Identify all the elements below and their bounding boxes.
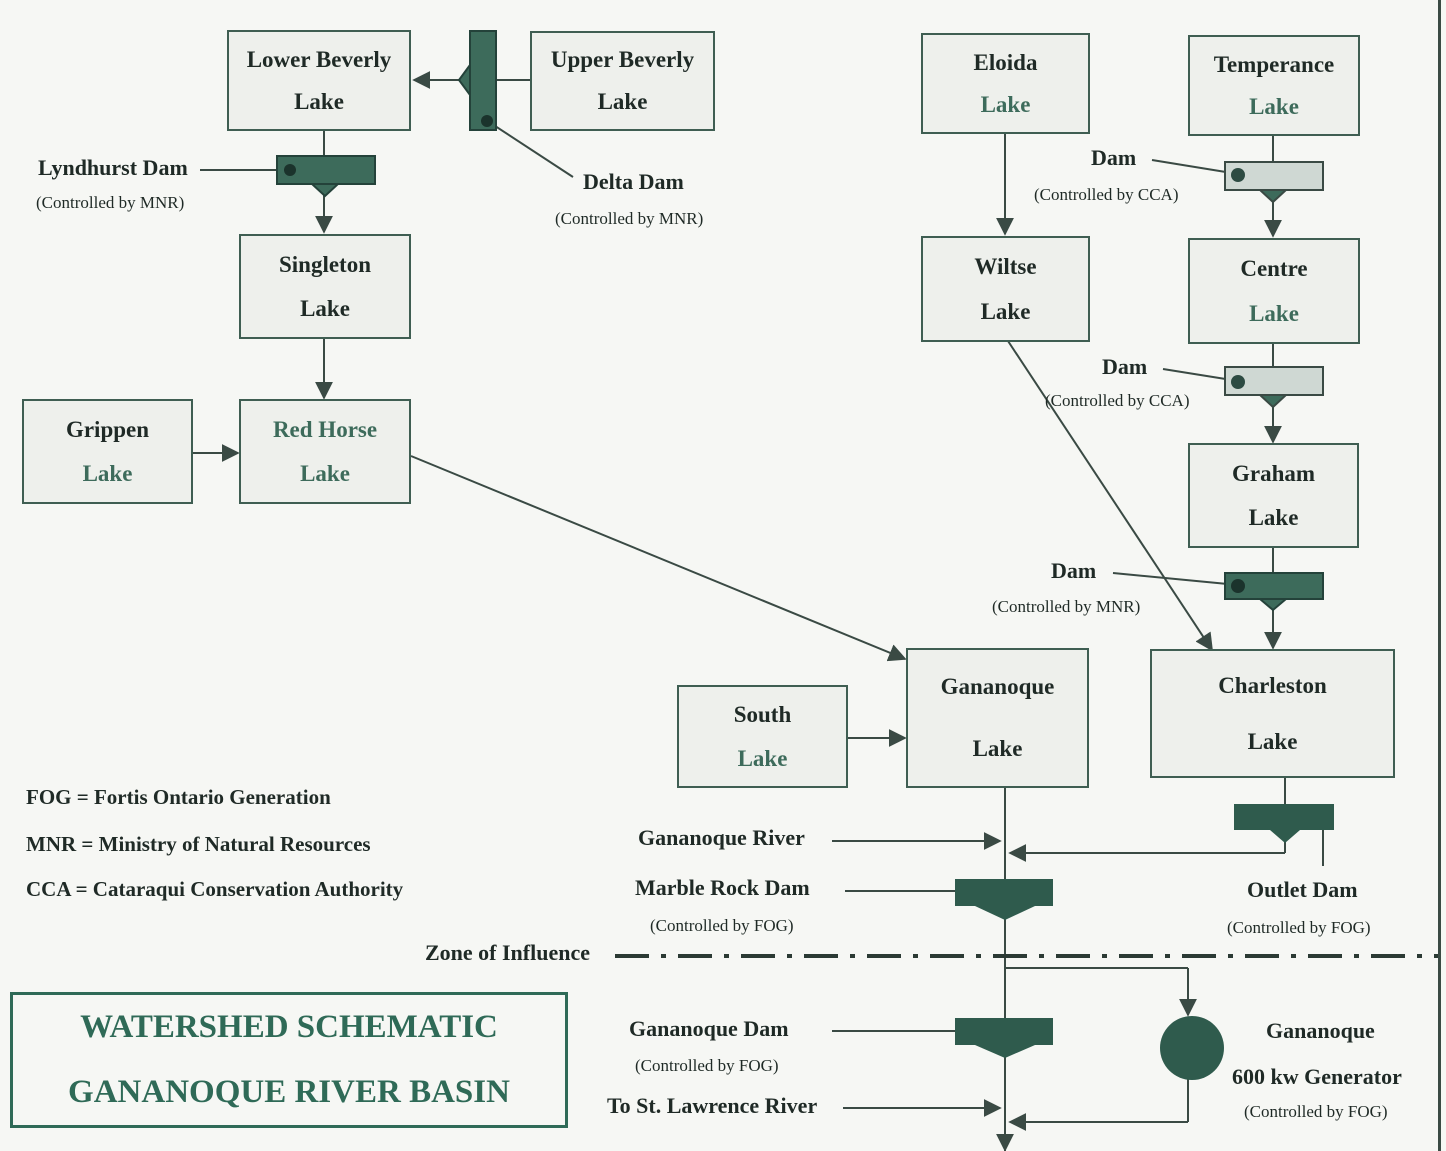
lake-eloida: Eloida Lake	[921, 33, 1090, 134]
title-line-1: WATERSHED SCHEMATIC	[80, 1009, 498, 1045]
centre-dam-icon	[1224, 366, 1324, 409]
gananoque-dam-control: (Controlled by FOG)	[635, 1056, 779, 1075]
title-box: WATERSHED SCHEMATIC GANANOQUE RIVER BASI…	[10, 992, 568, 1128]
legend-cca: CCA = Cataraqui Conservation Authority	[26, 877, 404, 901]
temperance-dam-label: Dam	[1091, 145, 1137, 170]
zone-of-influence-label: Zone of Influence	[425, 940, 590, 965]
lake-south: South Lake	[677, 685, 848, 788]
legend-mnr: MNR = Ministry of Natural Resources	[26, 832, 371, 856]
title-line-2: GANANOQUE RIVER BASIN	[68, 1074, 510, 1110]
lyndhurst-dam-control: (Controlled by MNR)	[36, 193, 185, 212]
delta-dam-control: (Controlled by MNR)	[555, 209, 704, 228]
flow-red-horse-to-gananoque	[410, 455, 907, 662]
gananoque-river-label: Gananoque River	[638, 825, 805, 850]
lyndhurst-dam-icon	[276, 155, 376, 198]
marble-rock-dam-icon	[955, 879, 1053, 920]
lake-centre: Centre Lake	[1188, 238, 1360, 344]
outlet-dam-control: (Controlled by FOG)	[1227, 918, 1371, 937]
centre-dam-control: (Controlled by CCA)	[1045, 391, 1190, 410]
marble-rock-dam-label: Marble Rock Dam	[635, 875, 810, 900]
lake-wiltse: Wiltse Lake	[921, 236, 1090, 342]
graham-dam-control: (Controlled by MNR)	[992, 597, 1141, 616]
generator-name-label: Gananoque	[1266, 1018, 1375, 1043]
outlet-dam-label: Outlet Dam	[1247, 877, 1358, 902]
lyndhurst-dam-label: Lyndhurst Dam	[38, 155, 188, 180]
generator-icon	[1160, 1016, 1224, 1080]
right-border	[1438, 0, 1441, 1151]
gananoque-dam-icon	[955, 1018, 1053, 1058]
lake-charleston: Charleston Lake	[1150, 649, 1395, 778]
st-lawrence-label: To St. Lawrence River	[607, 1093, 818, 1118]
generator-control: (Controlled by FOG)	[1244, 1102, 1388, 1121]
temperance-dam-control: (Controlled by CCA)	[1034, 185, 1179, 204]
lake-upper-beverly: Upper Beverly Lake	[530, 31, 715, 131]
lake-temperance: Temperance Lake	[1188, 35, 1360, 136]
delta-dam-icon	[457, 30, 497, 131]
lake-grippen: Grippen Lake	[22, 399, 193, 504]
graham-dam-label: Dam	[1051, 558, 1097, 583]
legend-fog: FOG = Fortis Ontario Generation	[26, 785, 331, 809]
lake-graham: Graham Lake	[1188, 443, 1359, 548]
outlet-dam-icon	[1234, 804, 1334, 843]
marble-rock-dam-control: (Controlled by FOG)	[650, 916, 794, 935]
gananoque-dam-label: Gananoque Dam	[629, 1016, 789, 1041]
lake-lower-beverly: Lower Beverly Lake	[227, 30, 411, 131]
generator-rating-label: 600 kw Generator	[1232, 1064, 1402, 1089]
flow-wiltse-to-charleston	[1007, 340, 1213, 652]
centre-dam-label: Dam	[1102, 354, 1148, 379]
lake-red-horse: Red Horse Lake	[239, 399, 411, 504]
temperance-dam-icon	[1224, 161, 1324, 204]
lake-gananoque: Gananoque Lake	[906, 648, 1089, 788]
graham-dam-icon	[1224, 572, 1324, 612]
delta-dam-label: Delta Dam	[583, 169, 684, 194]
lake-singleton: Singleton Lake	[239, 234, 411, 339]
